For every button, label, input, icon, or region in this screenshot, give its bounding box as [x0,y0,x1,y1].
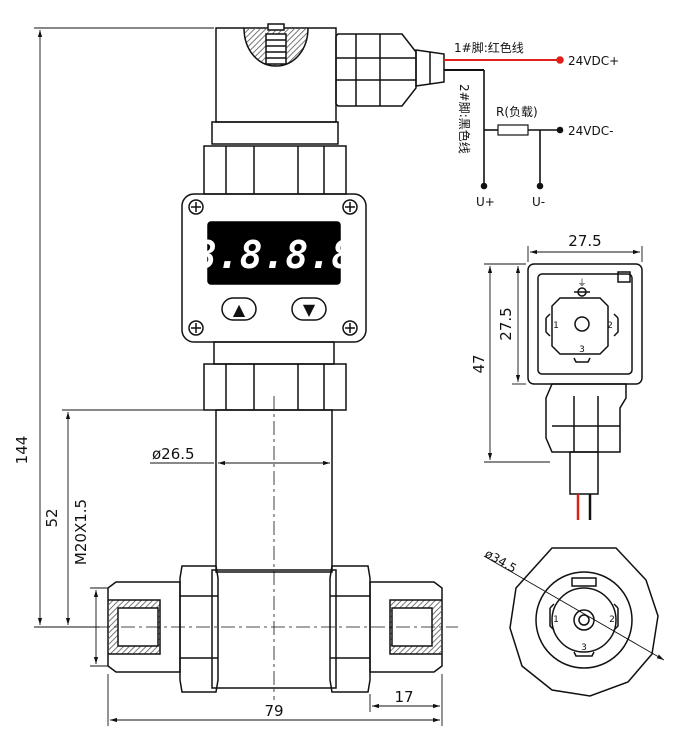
top-cap-slot-inner [265,33,287,65]
bottom-end-view [509,547,659,697]
main-dimensions [34,27,443,726]
dim-thread-height: 52 [43,508,61,527]
top-cap-notch [267,23,285,31]
pin1-label: 1#脚:红色线 [454,40,524,55]
dim-total-height: 144 [13,436,31,465]
dim-body-diameter: ø26.5 [152,445,195,463]
connector-pin-block [551,297,609,355]
up-button [221,297,257,321]
connector-front-view [527,263,643,520]
wiring-diagram [444,56,564,190]
connector-dimensions [484,246,643,463]
collar [211,121,339,145]
cable-connector [335,33,417,107]
ground-symbol: ⏚ [577,278,586,289]
end-pin-2: 2 [609,615,615,625]
dim-thread-spec: M20X1.5 [72,499,90,565]
dim-bottom-diameter: ø34.5 [483,546,519,575]
lower-neck [213,341,335,365]
connector-pin-1: 1 [553,321,559,331]
process-block [211,569,337,689]
right-hex-nut [329,565,371,693]
dim-connector-width: 27.5 [568,232,601,250]
center-lines [96,396,458,700]
dim-nut-width: 17 [394,688,413,706]
up-arrow-icon: ▲ [233,300,246,319]
u-plus-label: U+ [476,195,495,209]
load-label: R(负载) [496,105,538,119]
connector-pin-3: 3 [579,345,585,355]
wiring-labels: 1#脚:红色线 24VDC+ R(负载) 24VDC- 2#脚:黑色线 U+ U… [454,40,619,209]
end-view-outline [509,547,659,697]
u-minus-label: U- [532,195,545,209]
end-view-diameter-line [483,555,665,661]
display-panel [207,221,341,285]
dim-connector-height-inner: 27.5 [497,307,515,340]
supply-negative: 24VDC- [568,124,613,138]
end-pin-1: 1 [553,615,559,625]
down-button [291,297,327,321]
main-dimension-labels: 144 52 M20X1.5 ø26.5 79 17 [13,436,414,720]
load-resistor [497,124,529,136]
pin2-label: 2#脚:黑色线 [457,84,472,154]
right-port [369,581,443,673]
supply-positive: 24VDC+ [568,54,619,68]
end-view-labels: ø34.5 1 2 3 [483,546,615,653]
dim-connector-height-total: 47 [470,354,488,373]
connector-gland [545,383,627,453]
down-arrow-icon: ▼ [303,300,316,319]
end-pin-3: 3 [581,643,587,653]
dim-width-total: 79 [264,702,283,720]
cable-gland [415,49,445,87]
connector-pin-2: 2 [607,321,613,331]
connector-labels: 27.5 27.5 47 ⏚ 1 2 3 [470,232,613,374]
display-digits: 8.8.8.8 [194,233,354,277]
main-side-view [107,23,445,693]
